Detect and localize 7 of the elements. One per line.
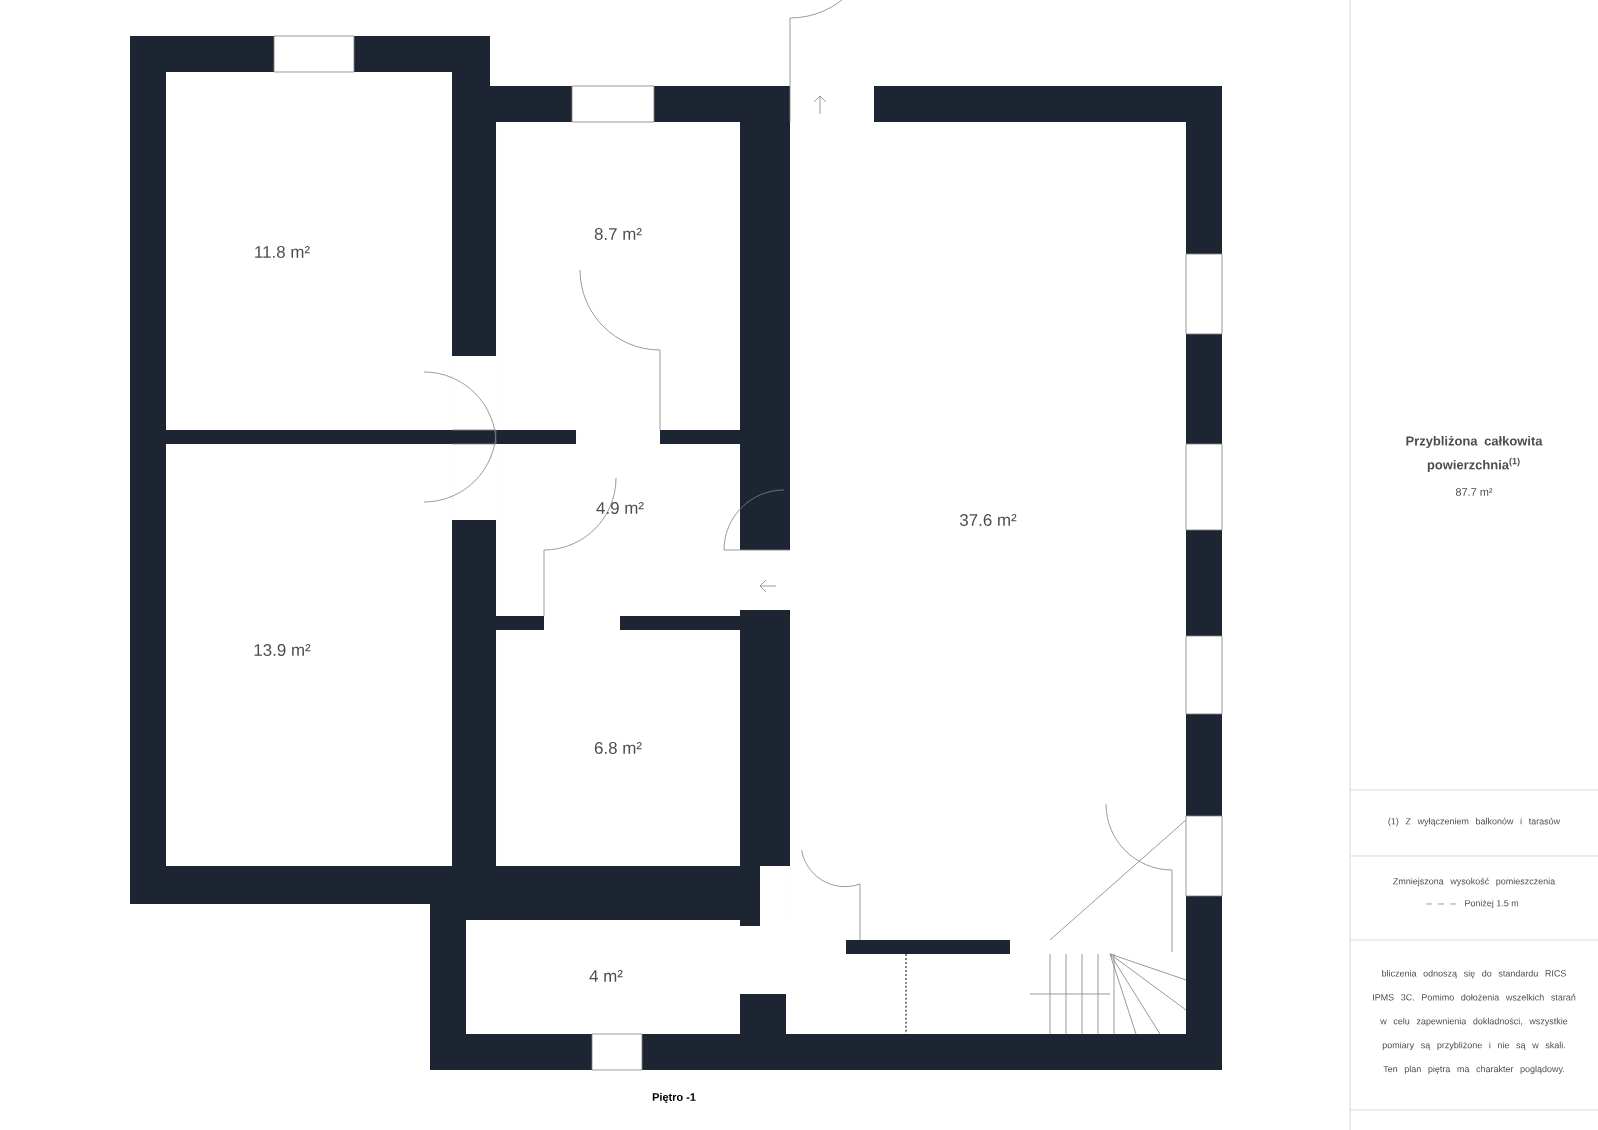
room-area-label: 37.6 m²: [959, 514, 1017, 526]
room-area-label: 8.7 m²: [594, 228, 642, 240]
room-area-label: 4 m²: [589, 970, 623, 982]
room-area-label: 13.9 m²: [254, 644, 311, 656]
room-area-label: 11.8 m²: [255, 246, 310, 258]
room-area-label: 6.8 m²: [594, 742, 642, 754]
room-area-label: 4.9 m²: [596, 502, 644, 514]
